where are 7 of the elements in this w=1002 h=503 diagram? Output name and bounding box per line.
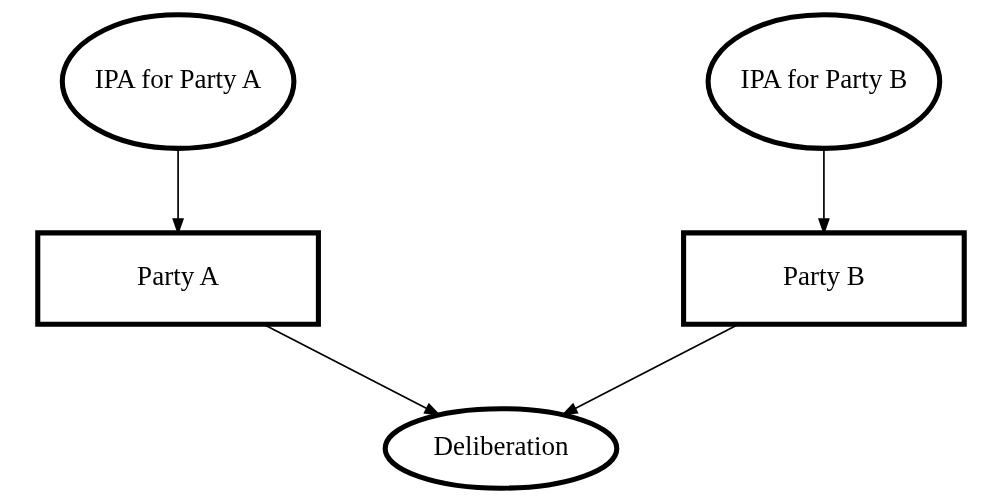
- node-ellipse: IPA for Party B: [705, 12, 943, 151]
- arrow: [560, 323, 740, 416]
- node-ellipse: IPA for Party A: [59, 12, 297, 151]
- arrow: [262, 323, 442, 416]
- node-box: Party A: [35, 230, 321, 327]
- node-ellipse: Deliberation: [382, 406, 620, 491]
- node-box: Party B: [681, 230, 967, 327]
